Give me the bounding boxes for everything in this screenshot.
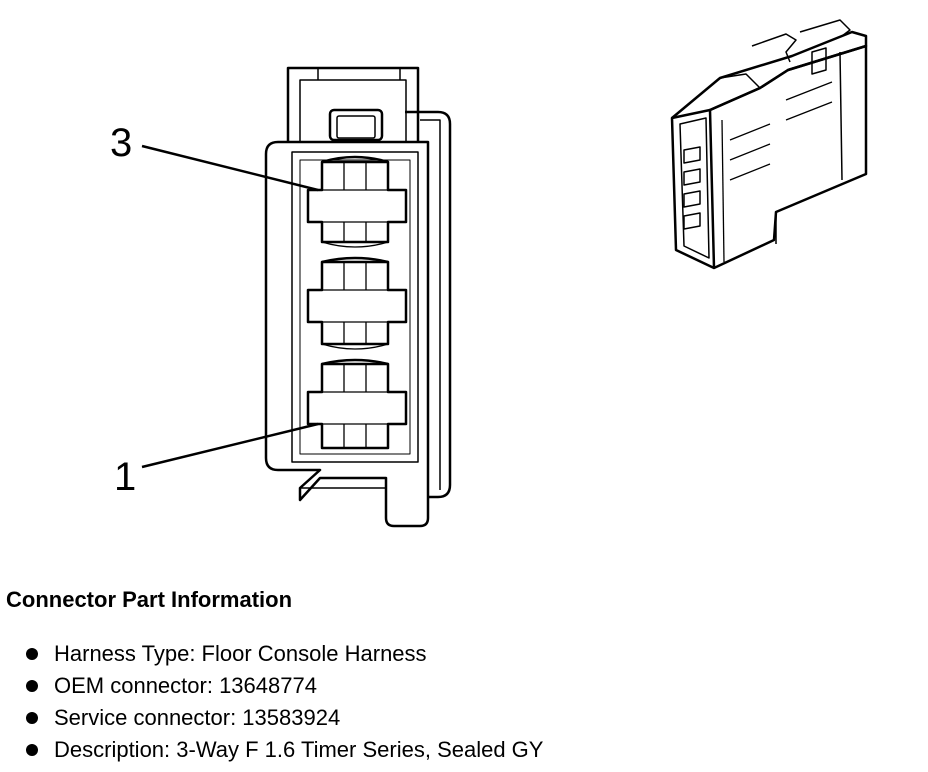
connector-part-information: Connector Part Information Harness Type:… (6, 584, 906, 766)
bullet-icon (26, 712, 38, 724)
connector-isometric-view (670, 19, 868, 270)
leader-line-1 (141, 422, 319, 469)
terminal-cavity-3 (306, 155, 408, 248)
terminal-cavity-1 (306, 358, 408, 450)
bullet-icon (26, 680, 38, 692)
callout-1: 1 (114, 455, 136, 499)
info-item-oem-connector: OEM connector: 13648774 (6, 670, 906, 702)
info-item-text: OEM connector: 13648774 (54, 673, 317, 698)
info-item-description: Description: 3-Way F 1.6 Timer Series, S… (6, 734, 906, 766)
iso-side-face (709, 44, 868, 270)
section-title: Connector Part Information (6, 587, 293, 612)
bullet-icon (26, 744, 38, 756)
latch-housing (286, 66, 420, 143)
callout-3: 3 (110, 121, 132, 165)
info-item-harness-type: Harness Type: Floor Console Harness (6, 638, 906, 670)
terminal-cavity-2 (306, 256, 408, 350)
info-item-text: Description: 3-Way F 1.6 Timer Series, S… (54, 737, 544, 762)
info-item-service-connector: Service connector: 13583924 (6, 702, 906, 734)
iso-top-face (671, 30, 868, 119)
lock-flange (405, 110, 452, 499)
connector-diagram: 3 1 (110, 19, 868, 528)
connector-body (264, 140, 430, 528)
leader-line-3 (141, 144, 319, 192)
info-item-text: Service connector: 13583924 (54, 705, 341, 730)
info-item-text: Harness Type: Floor Console Harness (54, 641, 427, 666)
info-list: Harness Type: Floor Console Harness OEM … (6, 638, 906, 766)
bullet-icon (26, 648, 38, 660)
latch-window (328, 108, 384, 142)
connector-face-view (141, 66, 452, 528)
